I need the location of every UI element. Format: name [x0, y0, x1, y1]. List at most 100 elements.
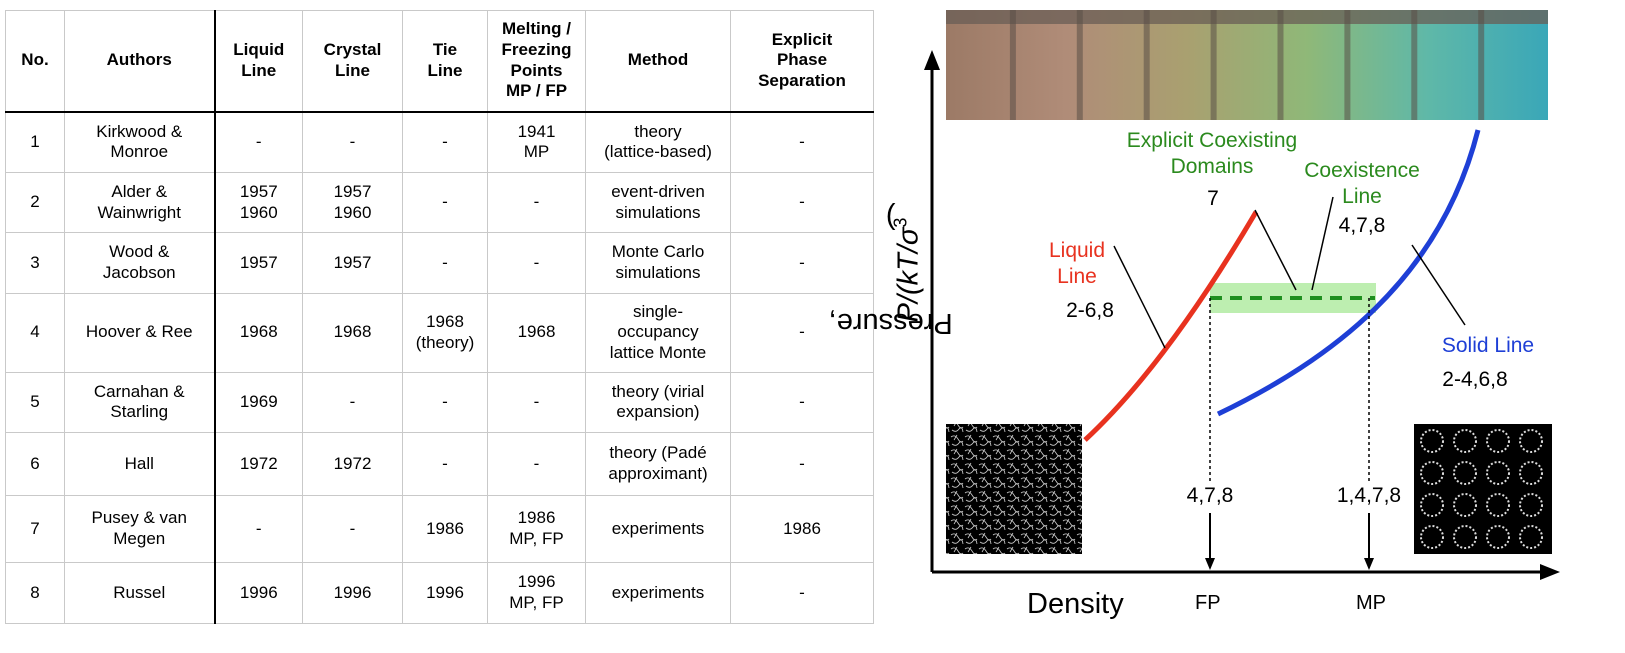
solid-line-curve	[1216, 129, 1481, 417]
cell-crystal-line: 1968	[302, 292, 403, 373]
cell-no: 5	[5, 371, 65, 433]
cell-authors: Russel	[64, 561, 216, 625]
header-explicit-phase-separation: Explicit Phase Separation	[730, 10, 874, 113]
liquid-line-pointer	[1113, 245, 1166, 349]
liquid-snapshot-image	[946, 424, 1082, 554]
cell-crystal-line: -	[302, 495, 403, 563]
cell-no: 8	[5, 561, 65, 625]
cell-crystal-line: -	[302, 371, 403, 433]
cell-no: 2	[5, 172, 65, 234]
cell-explicit-phase-separation: -	[730, 292, 874, 373]
solid-line-refs: 2-4,6,8	[1442, 368, 1508, 391]
cell-authors: Kirkwood & Monroe	[64, 110, 216, 174]
coexistence-line-pointer	[1311, 196, 1334, 291]
cell-tie-line: -	[402, 232, 488, 294]
solid-line-pointer	[1411, 244, 1466, 326]
x-axis-arrowhead	[1540, 564, 1560, 580]
cell-explicit-phase-separation: -	[730, 172, 874, 234]
cell-tie-line: -	[402, 172, 488, 234]
cell-melting-freezing: -	[487, 371, 586, 433]
phase-diagram-svg	[924, 10, 1560, 580]
header-authors: Authors	[64, 10, 216, 113]
axes	[924, 50, 1560, 580]
cell-explicit-phase-separation: -	[730, 561, 874, 625]
coexistence-line-refs: 4,7,8	[1338, 214, 1386, 237]
crystal-snapshot-image	[1414, 424, 1552, 554]
cell-liquid-line: 1957 1960	[214, 172, 303, 234]
cell-authors: Alder & Wainwright	[64, 172, 216, 234]
coexisting-domains-pointer	[1254, 209, 1297, 291]
cell-no: 4	[5, 292, 65, 373]
cell-liquid-line: -	[214, 110, 303, 174]
cell-melting-freezing: 1996 MP, FP	[487, 561, 586, 625]
header-method: Method	[585, 10, 731, 113]
cell-tie-line: -	[402, 431, 488, 497]
mp-refs: 1,4,7,8	[1336, 484, 1402, 507]
y-axis-arrowhead	[924, 50, 940, 70]
cell-explicit-phase-separation: -	[730, 232, 874, 294]
cell-no: 7	[5, 495, 65, 563]
header-crystal-line: Crystal Line	[302, 10, 403, 113]
cell-tie-line: -	[402, 110, 488, 174]
cell-melting-freezing: -	[487, 232, 586, 294]
cell-melting-freezing: -	[487, 431, 586, 497]
x-axis-label: Density	[1027, 588, 1124, 620]
cell-authors: Hall	[64, 431, 216, 497]
cell-no: 3	[5, 232, 65, 294]
header-melting-freezing: Melting / Freezing Points MP / FP	[487, 10, 586, 113]
cell-melting-freezing: 1986 MP, FP	[487, 495, 586, 563]
header-tie-line: Tie Line	[402, 10, 488, 113]
cell-crystal-line: 1972	[302, 431, 403, 497]
cell-melting-freezing: -	[487, 172, 586, 234]
phase-diagram-figure: Pressure, P/(kT/σ3) Density FP MP Explic…	[829, 0, 1625, 653]
coexistence-line-label: Coexistence Line	[1304, 159, 1420, 208]
cell-explicit-phase-separation: -	[730, 371, 874, 433]
cell-melting-freezing: 1941 MP	[487, 110, 586, 174]
history-table-container: No. Authors Liquid Line Crystal Line Tie…	[5, 10, 874, 625]
x-tick-mp: MP	[1356, 592, 1386, 614]
cell-tie-line: 1968 (theory)	[402, 292, 488, 373]
colloid-vials-photo	[946, 10, 1548, 120]
cell-liquid-line: 1996	[214, 561, 303, 625]
cell-crystal-line: -	[302, 110, 403, 174]
cell-liquid-line: 1968	[214, 292, 303, 373]
cell-melting-freezing: 1968	[487, 292, 586, 373]
coexisting-domains-label: Explicit Coexisting Domains	[1126, 129, 1298, 178]
cell-explicit-phase-separation: 1986	[730, 495, 874, 563]
liquid-line-refs: 2-6,8	[1066, 299, 1114, 322]
cell-liquid-line: -	[214, 495, 303, 563]
cell-method: experiments	[585, 561, 731, 625]
header-no: No.	[5, 10, 65, 113]
cell-method: experiments	[585, 495, 731, 563]
cell-no: 1	[5, 110, 65, 174]
cell-authors: Pusey & van Megen	[64, 495, 216, 563]
cell-explicit-phase-separation: -	[730, 431, 874, 497]
liquid-line-curve	[1083, 210, 1259, 442]
cell-explicit-phase-separation: -	[730, 110, 874, 174]
cell-liquid-line: 1969	[214, 371, 303, 433]
cell-tie-line: 1996	[402, 561, 488, 625]
cell-authors: Hoover & Ree	[64, 292, 216, 373]
solid-line-label: Solid Line	[1441, 334, 1535, 357]
cell-crystal-line: 1996	[302, 561, 403, 625]
cell-crystal-line: 1957 1960	[302, 172, 403, 234]
history-table: No. Authors Liquid Line Crystal Line Tie…	[5, 10, 874, 625]
cell-method: single- occupancy lattice Monte	[585, 292, 731, 373]
cell-tie-line: 1986	[402, 495, 488, 563]
header-liquid-line: Liquid Line	[214, 10, 303, 113]
liquid-line-label: Liquid Line	[1048, 239, 1106, 288]
cell-liquid-line: 1972	[214, 431, 303, 497]
cell-method: Monte Carlo simulations	[585, 232, 731, 294]
cell-crystal-line: 1957	[302, 232, 403, 294]
cell-method: theory (virial expansion)	[585, 371, 731, 433]
cell-method: theory (Padé approximant)	[585, 431, 731, 497]
table-header-row: No. Authors Liquid Line Crystal Line Tie…	[5, 10, 874, 113]
cell-liquid-line: 1957	[214, 232, 303, 294]
